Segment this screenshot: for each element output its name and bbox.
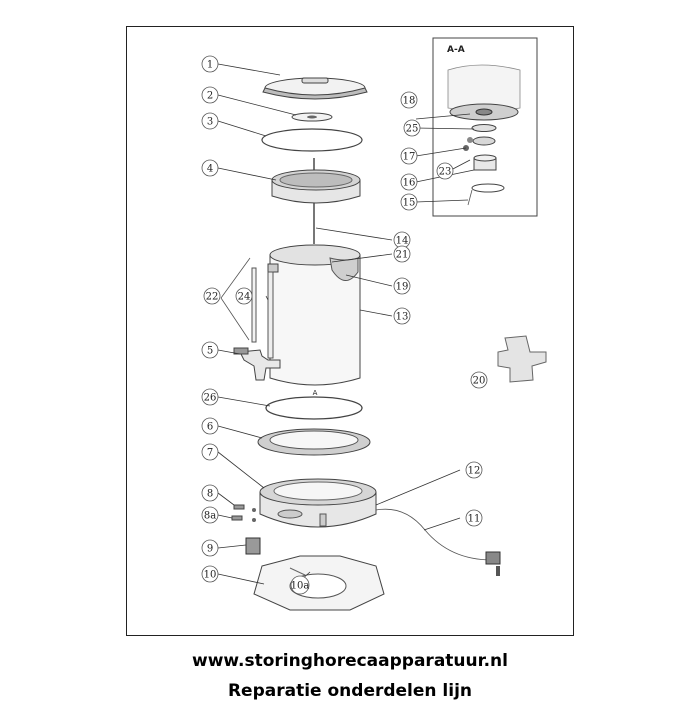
- callout-circle-1: [201, 55, 219, 73]
- callout-label-2: 2: [207, 91, 213, 102]
- callout-label-1: 1: [207, 60, 213, 71]
- part-tap: [233, 347, 281, 381]
- part-heater-ring: [257, 428, 371, 456]
- footer-url: www.storinghorecaapparatuur.nl: [192, 651, 508, 671]
- callout-label-9: 9: [207, 544, 213, 555]
- callout-label-12: 12: [468, 466, 481, 477]
- callout-circle-13: [393, 307, 411, 325]
- callout-circle-17: [400, 147, 418, 165]
- callout-circle-26: [201, 388, 219, 406]
- callout-label-21: 21: [396, 250, 409, 261]
- leader-lines: [217, 63, 475, 585]
- part-lid: [262, 77, 368, 100]
- callout-label-6: 6: [207, 422, 213, 433]
- callout-label-3: 3: [207, 117, 213, 128]
- callout-label-16: 16: [403, 178, 416, 189]
- part-thermostat-cover: [497, 335, 547, 383]
- callout-circle-24: [235, 287, 253, 305]
- section-aa-label: A-A: [447, 45, 465, 55]
- section-detail: [447, 64, 521, 206]
- part-screws: [231, 504, 256, 522]
- callout-circle-8: [201, 484, 219, 502]
- part-urn-body: [267, 244, 361, 386]
- callout-circle-23: [436, 162, 454, 180]
- callout-circle-2: [201, 86, 219, 104]
- part-gauge-glass: [220, 257, 274, 359]
- callout-circle-7: [201, 443, 219, 461]
- callout-circle-3: [201, 112, 219, 130]
- callout-circle-4: [201, 159, 219, 177]
- callout-circle-21: [393, 245, 411, 263]
- callout-circle-20: [470, 371, 488, 389]
- section-aa-box: [432, 37, 538, 217]
- callout-circle-15: [400, 193, 418, 211]
- callout-label-25: 25: [406, 124, 419, 135]
- callout-label-4: 4: [207, 164, 213, 175]
- callout-label-19: 19: [396, 282, 409, 293]
- part-switch: [245, 537, 261, 555]
- callout-label-23: 23: [439, 167, 452, 178]
- view-marker: A: [313, 389, 318, 397]
- callout-circle-10a: [290, 575, 310, 595]
- callout-label-26: 26: [204, 393, 217, 404]
- callout-circle-6: [201, 417, 219, 435]
- part-base: [259, 478, 377, 528]
- part-bottom-gasket: [265, 396, 363, 420]
- callout-circle-19: [393, 277, 411, 295]
- callout-label-10: 10: [204, 570, 217, 581]
- callout-label-14: 14: [396, 236, 409, 247]
- callout-circle-16: [400, 173, 418, 191]
- callout-label-7: 7: [207, 448, 213, 459]
- callout-label-5: 5: [207, 346, 213, 357]
- callout-label-15: 15: [403, 198, 416, 209]
- callouts: 123456788a91010a111213141516171819202122…: [201, 55, 488, 595]
- part-filter-basket: [271, 158, 361, 244]
- callout-circle-12: [465, 461, 483, 479]
- callout-circle-25: [403, 119, 421, 137]
- footer-subtitle: Reparatie onderdelen lijn: [227, 681, 473, 701]
- part-base-plate: [253, 555, 385, 611]
- diagram-frame: [126, 26, 574, 636]
- callout-circle-18: [400, 91, 418, 109]
- callout-circle-9: [201, 539, 219, 557]
- callout-label-8: 8: [207, 489, 213, 500]
- callout-label-20: 20: [473, 376, 486, 387]
- callout-label-8a: 8a: [204, 511, 216, 522]
- callout-label-10a: 10a: [291, 581, 310, 592]
- callout-label-13: 13: [396, 312, 409, 323]
- callout-circle-10: [201, 565, 219, 583]
- callout-label-18: 18: [403, 96, 416, 107]
- callout-label-17: 17: [403, 152, 416, 163]
- callout-label-24: 24: [238, 292, 251, 303]
- callout-circle-11: [465, 509, 483, 527]
- callout-label-11: 11: [468, 514, 481, 525]
- callout-circle-5: [201, 341, 219, 359]
- part-lid-gasket: [261, 128, 363, 152]
- callout-label-22: 22: [206, 292, 219, 303]
- callout-circle-22: [203, 287, 221, 305]
- callout-circle-8a: [201, 506, 219, 524]
